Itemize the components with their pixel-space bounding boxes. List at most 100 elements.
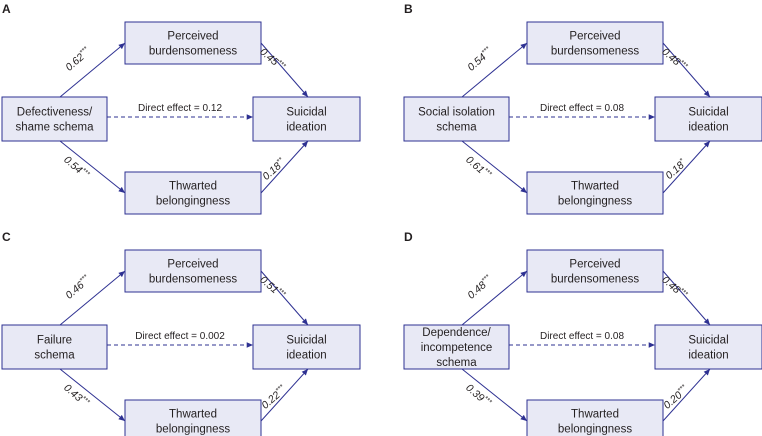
- outcome-box: Suicidal ideation: [252, 324, 361, 370]
- mediator-belongingness-box-rect: [124, 171, 262, 215]
- mediator-belongingness-box-text: Thwarted: [169, 409, 217, 421]
- mediator-burdensomeness-box-text: burdensomeness: [149, 46, 237, 58]
- outcome-box-text: ideation: [688, 122, 728, 134]
- significance-stars: ***: [677, 384, 688, 395]
- significance-stars: ***: [678, 59, 689, 70]
- outcome-box-text: ideation: [286, 350, 326, 362]
- mediator-belongingness-box: Thwarted belongingness: [526, 399, 664, 436]
- outcome-box-text: ideation: [286, 122, 326, 134]
- predictor-box: Social isolation schema: [403, 96, 510, 142]
- panel-label: C: [2, 230, 11, 244]
- path-arrow-b2: [662, 140, 711, 194]
- predictor-box-rect: [403, 324, 510, 370]
- path-coefficient-a2: 0.61***: [463, 154, 493, 182]
- outcome-box-text: ideation: [688, 350, 728, 362]
- mediator-belongingness-box-text: Thwarted: [571, 181, 619, 193]
- outcome-box-rect: [654, 324, 762, 370]
- outcome-box: Suicidal ideation: [252, 96, 361, 142]
- outcome-box-rect: [252, 96, 361, 142]
- path-arrow-a2: [461, 140, 528, 194]
- path-coefficient-a2: 0.43***: [61, 382, 91, 410]
- significance-stars: ***: [678, 287, 689, 298]
- mediator-burdensomeness-box-rect: [124, 21, 262, 65]
- outcome-box-text: Suicidal: [286, 107, 326, 119]
- predictor-box-text: schema: [34, 350, 75, 362]
- path-arrow-b2: [260, 140, 309, 194]
- mediator-belongingness-box-text: belongingness: [558, 424, 632, 436]
- path-coefficient-b1: 0.48***: [659, 274, 689, 302]
- direct-effect-label: Direct effect = 0.002: [135, 331, 225, 342]
- mediator-belongingness-box-text: belongingness: [156, 424, 230, 436]
- mediator-belongingness-box-text: belongingness: [156, 196, 230, 208]
- path-arrow-a1: [461, 42, 528, 98]
- outcome-box: Suicidal ideation: [654, 96, 762, 142]
- path-arrow-b1: [260, 270, 309, 326]
- predictor-box-rect: [403, 96, 510, 142]
- mediator-burdensomeness-box-text: Perceived: [167, 31, 218, 43]
- significance-stars: ***: [276, 59, 287, 70]
- mediator-burdensomeness-box-rect: [124, 249, 262, 293]
- mediator-belongingness-box-text: Thwarted: [571, 409, 619, 421]
- significance-stars: ***: [482, 395, 493, 406]
- significance-stars: ***: [79, 46, 90, 57]
- mediator-burdensomeness-box: Perceived burdensomeness: [124, 21, 262, 65]
- predictor-box: Defectiveness/shame schema: [1, 96, 108, 142]
- outcome-box-text: Suicidal: [688, 107, 728, 119]
- significance-stars: ***: [481, 274, 492, 285]
- predictor-box-text: Dependence/: [422, 327, 491, 339]
- predictor-box-rect: [1, 324, 108, 370]
- significance-stars: ***: [79, 274, 90, 285]
- significance-stars: ***: [482, 167, 493, 178]
- path-coefficient-a2: 0.39***: [463, 382, 493, 410]
- predictor-box-text: Social isolation: [418, 107, 495, 119]
- significance-stars: ***: [275, 384, 286, 395]
- path-arrow-b1: [662, 270, 711, 326]
- predictor-box-text: schema: [436, 357, 477, 369]
- significance-stars: ***: [276, 287, 287, 298]
- predictor-box-text: schema: [436, 122, 477, 134]
- predictor-box-text: incompetence: [421, 342, 493, 354]
- panel-a: A Defectiveness/shame schema Perceived burd…: [1, 2, 361, 215]
- mediator-burdensomeness-box-rect: [526, 21, 664, 65]
- path-arrow-a2: [461, 368, 528, 422]
- direct-effect-label: Direct effect = 0.08: [540, 331, 624, 342]
- panel-label: B: [404, 2, 413, 16]
- mediator-burdensomeness-box: Perceived burdensomeness: [124, 249, 262, 293]
- path-coefficient-b1: 0.45***: [257, 46, 287, 74]
- mediator-belongingness-box: Thwarted belongingness: [124, 399, 262, 436]
- panel-d: DDependence/incompetenceschemaPerceivedb…: [403, 230, 762, 436]
- predictor-box-text: Defectiveness/: [17, 107, 93, 119]
- mediator-belongingness-box-text: belongingness: [558, 196, 632, 208]
- predictor-box: Dependence/incompetence schema: [403, 324, 510, 370]
- mediator-burdensomeness-box-text: Perceived: [167, 259, 218, 271]
- path-coefficient-b2: 0.20***: [661, 384, 691, 412]
- significance-stars: ***: [80, 167, 91, 178]
- significance-stars: ***: [80, 395, 91, 406]
- path-arrow-b2: [260, 368, 309, 422]
- path-coefficient-b2: 0.22***: [259, 384, 289, 412]
- path-arrow-a2: [59, 140, 126, 194]
- significance-stars: *: [679, 157, 686, 164]
- predictor-box-rect: [1, 96, 108, 142]
- mediator-belongingness-box-rect: [526, 171, 664, 215]
- mediator-burdensomeness-box-text: burdensomeness: [149, 274, 237, 286]
- panel-b: B Social isolation schema Perceivedburdenso…: [403, 2, 762, 215]
- mediator-burdensomeness-box-text: burdensomeness: [551, 274, 639, 286]
- path-coefficient-a1: 0.46***: [63, 274, 93, 302]
- significance-stars: **: [276, 157, 285, 166]
- panel-label: D: [404, 230, 413, 244]
- mediator-belongingness-box-text: Thwarted: [169, 181, 217, 193]
- outcome-box-text: Suicidal: [286, 335, 326, 347]
- path-coefficient-a1: 0.48***: [465, 274, 495, 302]
- direct-effect-label: Direct effect = 0.12: [138, 103, 222, 114]
- panel-label: A: [2, 2, 11, 16]
- outcome-box-rect: [252, 324, 361, 370]
- direct-effect-label: Direct effect = 0.08: [540, 103, 624, 114]
- path-coefficient-a2: 0.54***: [61, 154, 91, 182]
- path-coefficient-b1: 0.48***: [659, 46, 689, 74]
